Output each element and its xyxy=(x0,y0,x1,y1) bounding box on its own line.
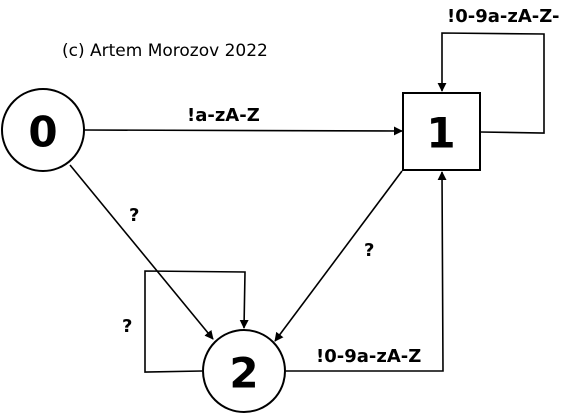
edge-label-2-self-loop: ? xyxy=(122,316,132,337)
edge-1-self-loop xyxy=(437,32,545,134)
edge-0-to-2 xyxy=(69,164,214,340)
state-0-node: 0 xyxy=(1,88,85,172)
edge-label-0-to-1: !a-zA-Z xyxy=(187,105,260,126)
state-0-label: 0 xyxy=(28,108,57,157)
edge-2-to-1 xyxy=(286,171,447,372)
state-2-node: 2 xyxy=(202,329,286,413)
edge-0-to-1 xyxy=(83,126,403,136)
state-2-label: 2 xyxy=(229,349,258,398)
copyright-text: (c) Artem Morozov 2022 xyxy=(62,41,268,61)
state-2-circle xyxy=(202,329,286,413)
edge-1-to-2 xyxy=(274,170,403,342)
edge-label-1-to-2: ? xyxy=(364,240,374,261)
state-1-square xyxy=(402,92,481,171)
state-0-circle xyxy=(1,88,85,172)
state-1-node: 1 xyxy=(402,92,481,171)
edge-label-1-self-loop: !0-9a-zA-Z- xyxy=(447,6,559,27)
edge-label-0-to-2: ? xyxy=(129,205,139,226)
edge-label-2-to-1: !0-9a-zA-Z xyxy=(316,346,421,367)
edge-2-self-loop xyxy=(144,270,249,373)
state-1-label: 1 xyxy=(426,109,455,158)
